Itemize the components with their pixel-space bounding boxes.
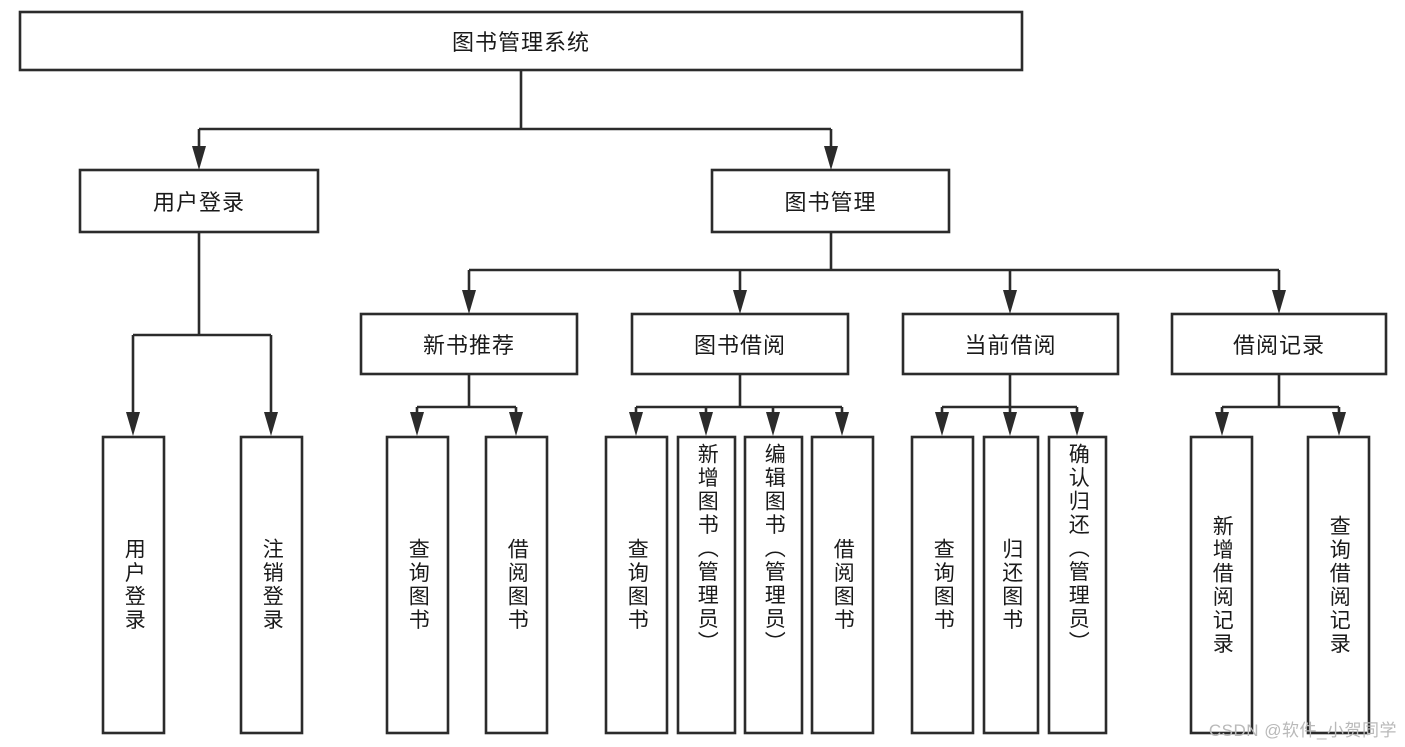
arrowhead-user-login-to-leaf2 [264,412,278,436]
edge-group-newbook [410,374,523,436]
node-box-leaf-borrow-edit[interactable] [743,435,804,735]
arrowhead-bookborrow-to-leaf1 [629,412,643,436]
edge-group-user-login [126,232,278,436]
arrowhead-bookborrow-to-leaf2 [699,412,713,436]
node-box-new-book-rec[interactable] [359,312,579,376]
arrowhead-bm-to-bookborrow [733,290,747,314]
node-box-leaf-rec-borrow[interactable] [484,435,549,735]
arrowhead-borrowrecord-to-leaf2 [1332,412,1346,436]
edge-group-root [192,70,838,170]
node-box-leaf-borrow-add[interactable] [676,435,737,735]
arrowhead-bm-to-newbook [462,290,476,314]
arrowhead-currentborrow-to-leaf2 [1003,412,1017,436]
node-box-borrow-record[interactable] [1170,312,1388,376]
arrowhead-borrowrecord-to-leaf1 [1215,412,1229,436]
arrowhead-newbook-to-leaf1 [410,412,424,436]
arrowhead-user-login-to-leaf1 [126,412,140,436]
node-box-root[interactable] [18,10,1024,72]
node-box-book-borrow[interactable] [630,312,850,376]
node-box-current-borrow[interactable] [901,312,1120,376]
arrowhead-bm-to-borrowrecord [1272,290,1286,314]
node-box-leaf-cur-query[interactable] [910,435,975,735]
node-box-leaf-user-login[interactable] [101,435,166,735]
edge-group-bookborrow [629,374,849,436]
node-box-leaf-cur-return[interactable] [982,435,1040,735]
arrowhead-bm-to-currentborrow [1003,290,1017,314]
edge-group-book-manage [462,232,1286,314]
arrowhead-currentborrow-to-leaf3 [1070,412,1084,436]
node-box-user-login[interactable] [78,168,320,234]
node-box-leaf-rec-add[interactable] [1189,435,1254,735]
node-box-leaf-cur-confirm[interactable] [1047,435,1108,735]
arrowhead-newbook-to-leaf2 [509,412,523,436]
arrowhead-currentborrow-to-leaf1 [935,412,949,436]
node-box-book-manage[interactable] [710,168,951,234]
edge-group-borrowrecord [1215,374,1346,436]
arrowhead-root-to-book-manage [824,146,838,170]
arrowhead-bookborrow-to-leaf4 [835,412,849,436]
node-box-leaf-borrow-lend[interactable] [810,435,875,735]
node-box-leaf-user-logout[interactable] [239,435,304,735]
arrowhead-root-to-user-login [192,146,206,170]
arrowhead-bookborrow-to-leaf3 [766,412,780,436]
node-box-leaf-rec-query[interactable] [385,435,450,735]
edge-group-currentborrow [935,374,1084,436]
node-box-leaf-borrow-query[interactable] [604,435,669,735]
node-box-leaf-rec-search[interactable] [1306,435,1371,735]
